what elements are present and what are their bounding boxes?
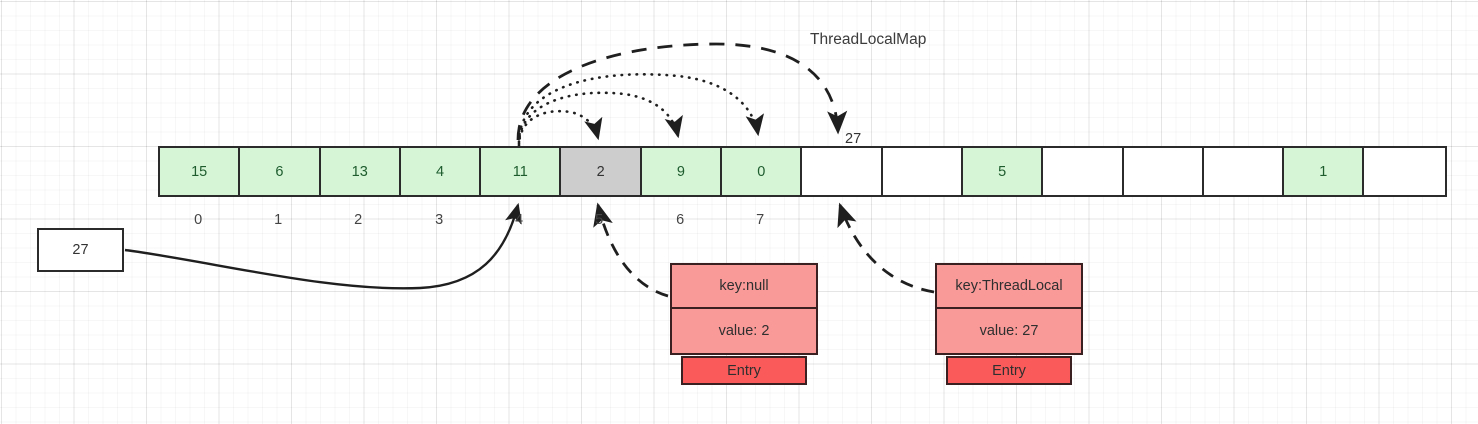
array-index-label: 5 — [595, 212, 604, 228]
probe-arc-slot4-to-slot6 — [517, 91, 683, 146]
array-cell[interactable]: 11 — [481, 148, 562, 195]
array-index-label: 3 — [435, 212, 444, 228]
array-cell[interactable]: 2 — [561, 148, 642, 195]
array-cell[interactable] — [882, 148, 963, 195]
probe-arc-slot4-to-slot8 — [516, 42, 848, 141]
probe-arc-slot4-to-slot7 — [517, 73, 765, 144]
entry-value-row: value: 2 — [672, 309, 816, 353]
array-cell[interactable]: 5 — [962, 148, 1044, 195]
array-index-label: 1 — [274, 212, 283, 228]
entry-body: key:ThreadLocal value: 27 — [935, 263, 1083, 355]
array-index-label: 7 — [756, 212, 765, 228]
probe-arc-slot4-to-slot5 — [517, 109, 603, 148]
entry-key-row: key:ThreadLocal — [937, 265, 1081, 309]
array-index-label: 6 — [676, 212, 685, 228]
array-cell[interactable]: 0 — [722, 148, 803, 195]
array-cell[interactable] — [1043, 148, 1124, 195]
entry-value-row: value: 27 — [937, 309, 1081, 353]
array-index-label: 2 — [354, 212, 363, 228]
source-value-box[interactable]: 27 — [37, 228, 124, 272]
entry-stale[interactable]: key:null value: 2 Entry — [670, 263, 818, 385]
array-cell[interactable] — [1123, 148, 1204, 195]
entry-threadlocal[interactable]: key:ThreadLocal value: 27 Entry — [935, 263, 1083, 385]
array-cell[interactable]: 13 — [320, 148, 401, 195]
array-cell[interactable]: 15 — [160, 148, 241, 195]
array-cell[interactable]: 4 — [400, 148, 482, 195]
array-index-label: 4 — [515, 212, 524, 228]
array-cell[interactable] — [1364, 148, 1445, 195]
array-cell[interactable]: 1 — [1284, 148, 1365, 195]
array-index-label: 0 — [194, 212, 203, 228]
array-cell[interactable]: 6 — [240, 148, 321, 195]
probe-value-label: 27 — [845, 131, 862, 147]
entry-key-row: key:null — [672, 265, 816, 309]
array-cell[interactable] — [1203, 148, 1285, 195]
page-title: ThreadLocalMap — [810, 31, 927, 48]
entry-body: key:null value: 2 — [670, 263, 818, 355]
hash-table-array: 15 6 13 4 11 2 9 0 5 1 — [158, 146, 1447, 197]
entry-type-label: Entry — [681, 356, 807, 385]
arrow-entry-threadlocal-to-slot8 — [837, 202, 935, 294]
entry-type-label: Entry — [946, 356, 1072, 385]
array-cell[interactable]: 9 — [641, 148, 723, 195]
array-cell[interactable] — [802, 148, 883, 195]
